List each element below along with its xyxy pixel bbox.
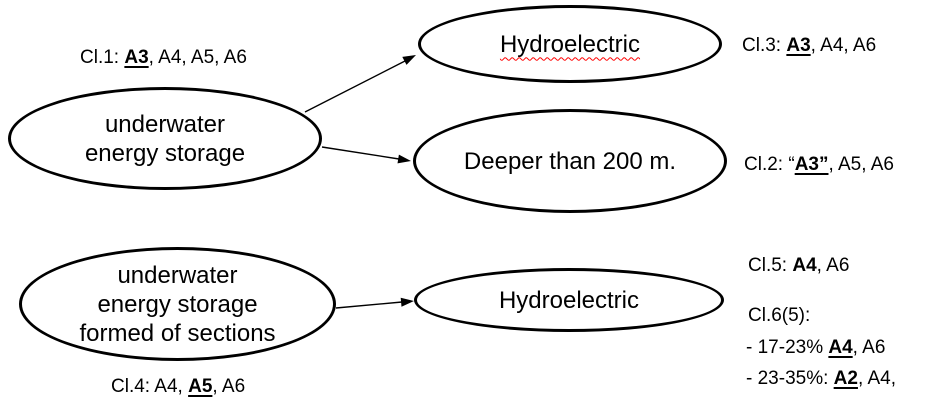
annotation-emphasis: A2: [833, 368, 858, 389]
annotation-cl6-line2: - 23-35%: A2, A4,: [746, 367, 896, 390]
arrow-storage-to-hydroelectric: [304, 60, 406, 113]
arrow-sections-to-hydroelectric: [335, 301, 403, 309]
node-label-line: underwater: [117, 261, 238, 289]
node-hydroelectric-bottom: Hydroelectric: [414, 268, 724, 332]
annotation-cl6-header: Cl.6(5):: [748, 305, 811, 326]
node-label-line: energy storage: [84, 139, 246, 167]
annotation-cl3: Cl.3: A3, A4, A6: [742, 34, 876, 57]
annotation-emphasis: A3: [786, 35, 811, 56]
annotation-text: , A4,: [857, 368, 896, 389]
arrow-storage-to-deeper: [321, 146, 400, 160]
node-label: Hydroelectric: [499, 30, 641, 58]
annotation-emphasis: A5: [188, 376, 213, 397]
arrowhead-icon: [402, 55, 416, 65]
annotation-text: Cl.1:: [80, 47, 125, 68]
arrowhead-icon: [400, 297, 414, 307]
annotation-text: - 23-35%:: [746, 368, 834, 389]
annotation-text: , A4, A5, A6: [148, 47, 247, 68]
annotation-text: Cl.5:: [748, 255, 793, 276]
annotation-text: Cl.2: “: [744, 154, 795, 175]
node-hydroelectric-top: Hydroelectric: [418, 5, 722, 83]
annotation-text: - 17-23%: [746, 337, 829, 358]
annotation-text: , A6: [852, 337, 886, 358]
annotation-text: , A5, A6: [828, 154, 894, 175]
annotation-cl4: Cl.4: A4, A5, A6: [111, 375, 245, 398]
annotation-text: Cl.3:: [742, 35, 787, 56]
annotation-text: , A6: [212, 376, 246, 397]
annotation-text: Cl.4: A4,: [111, 376, 189, 397]
node-label-line: underwater: [104, 110, 226, 138]
annotation-cl5: Cl.5: A4, A6: [748, 254, 849, 277]
arrowhead-icon: [397, 154, 411, 164]
annotation-cl1: Cl.1: A3, A4, A5, A6: [80, 46, 247, 69]
node-deeper-than-200m: Deeper than 200 m.: [413, 109, 727, 213]
annotation-cl2: Cl.2: “A3”, A5, A6: [744, 153, 894, 176]
annotation-emphasis: A3”: [794, 154, 829, 175]
node-label: Deeper than 200 m.: [463, 147, 677, 175]
annotation-emphasis: A4: [828, 337, 853, 358]
node-label: Hydroelectric: [498, 286, 640, 314]
annotation-text: , A4, A6: [810, 35, 877, 56]
node-underwater-energy-storage: underwater energy storage: [8, 87, 322, 190]
node-underwater-energy-storage-sections: underwater energy storage formed of sect…: [19, 247, 336, 361]
node-label-line: formed of sections: [79, 319, 276, 347]
annotation-emphasis: A3: [124, 47, 149, 68]
annotation-emphasis: A4: [792, 255, 817, 276]
annotation-text: , A6: [816, 255, 850, 276]
node-label-line: energy storage: [97, 290, 258, 318]
annotation-cl6-line1: - 17-23% A4, A6: [746, 336, 885, 359]
